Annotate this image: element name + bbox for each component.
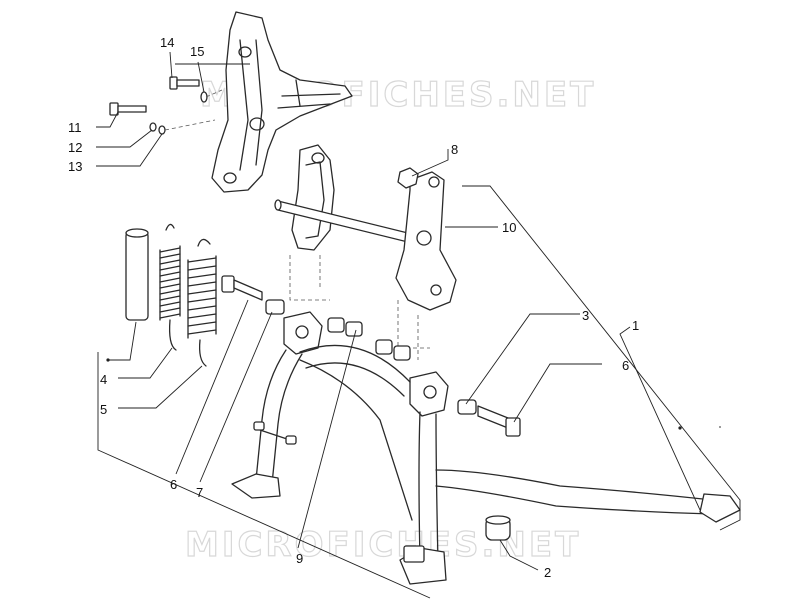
bushing-9b [345, 321, 363, 337]
callout-5: 5 [100, 402, 107, 417]
rubber-stop-2 [485, 515, 511, 541]
bolt-11 [109, 102, 147, 116]
sleeve-4 [125, 228, 149, 321]
frame-bracket [211, 11, 353, 193]
callout-4: 4 [100, 372, 107, 387]
callout-1: 1 [632, 318, 639, 333]
callout-13: 13 [68, 159, 82, 174]
washer-13 [158, 125, 166, 135]
callout-6-right: 6 [622, 358, 629, 373]
callout-14: 14 [160, 35, 174, 50]
bushing-7 [265, 299, 285, 315]
washer-12 [149, 122, 157, 132]
callout-3: 3 [582, 308, 589, 323]
spring-large-5 [187, 238, 217, 367]
callout-9: 9 [296, 551, 303, 566]
bushing-9a [327, 317, 345, 333]
bolt-6-right [477, 405, 521, 437]
callout-8: 8 [451, 142, 458, 157]
watermark-bottom: MICROFICHES.NET [185, 525, 581, 565]
spring-small [159, 223, 181, 351]
bolt-6-left [221, 275, 263, 301]
callout-12: 12 [68, 140, 82, 155]
pivot-bracket-10 [274, 144, 457, 311]
bushing-right-a [375, 339, 393, 355]
callout-7: 7 [196, 485, 203, 500]
bushing-3 [457, 399, 477, 415]
callout-2: 2 [544, 565, 551, 580]
bolt-14 [169, 76, 200, 90]
nut-8 [397, 167, 419, 189]
callout-6-left: 6 [170, 477, 177, 492]
callout-11: 11 [68, 120, 82, 135]
center-stand-1 [231, 311, 741, 585]
callout-10: 10 [502, 220, 516, 235]
bushing-right-b [393, 345, 411, 361]
callout-15: 15 [190, 44, 204, 59]
